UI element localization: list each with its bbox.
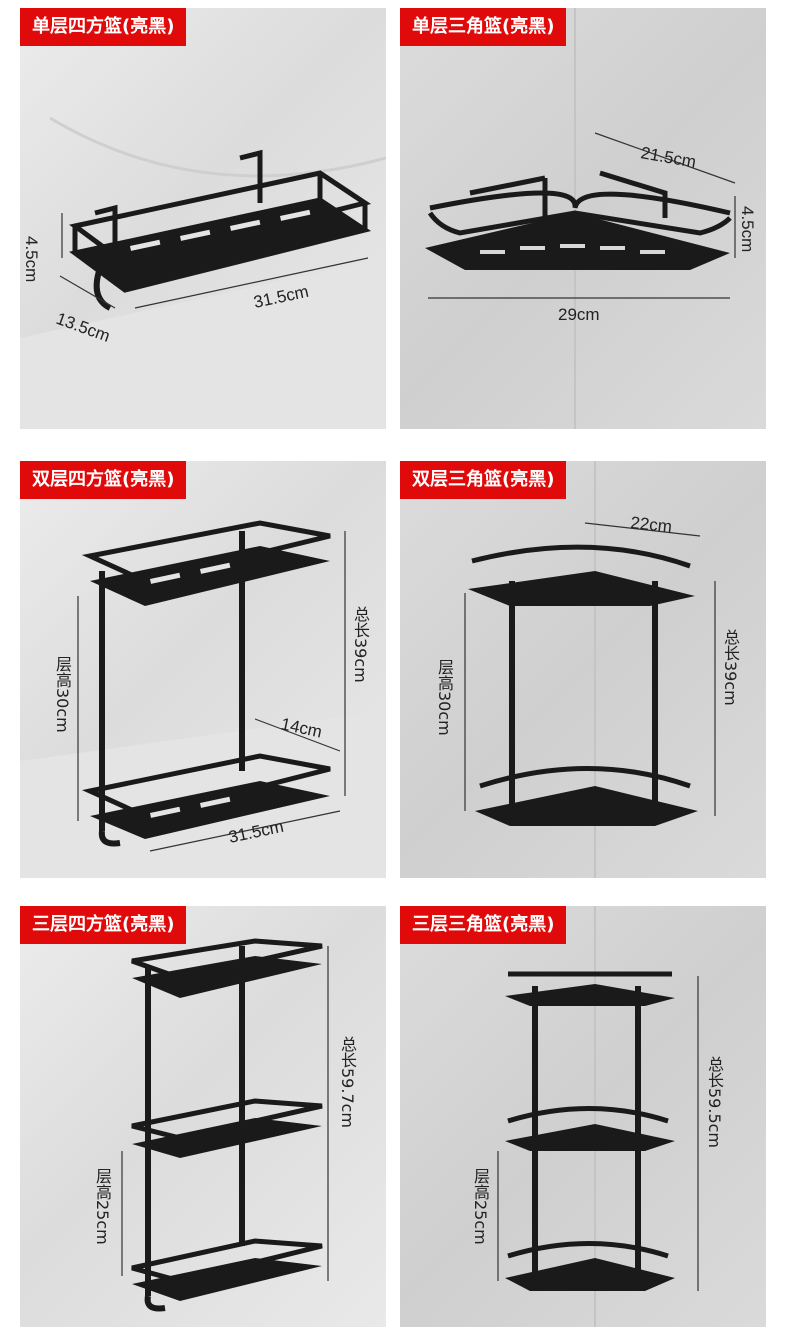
dim-layer-height: 层高25cm (93, 1168, 112, 1245)
product-title-tag: 单层三角篮(亮黑) (400, 8, 567, 46)
dim-total-height: 总长39cm (721, 629, 740, 706)
dim-total-height: 总长59.5cm (705, 1056, 724, 1149)
product-title-tag: 单层四方篮(亮黑) (20, 8, 187, 46)
dim-total-height: 总长59.7cm (338, 1036, 357, 1129)
product-panel-triple-corner: 总长59.5cm 层高25cm 三层三角篮(亮黑) (400, 906, 766, 1327)
triple-square-basket-illustration (121, 938, 329, 1312)
dim-height: 4.5cm (22, 236, 41, 282)
product-panel-single-corner: 21.5cm 4.5cm 29cm 单层三角篮(亮黑) (400, 8, 766, 429)
product-title-tag: 三层四方篮(亮黑) (20, 906, 187, 944)
dim-height: 4.5cm (738, 206, 757, 252)
dim-edge: 22cm (630, 513, 673, 536)
product-panel-single-square: 4.5cm 13.5cm 31.5cm 单层四方篮(亮黑) (20, 8, 386, 429)
dim-layer-height: 层高30cm (435, 659, 454, 736)
product-title-tag: 双层四方篮(亮黑) (20, 461, 187, 499)
double-square-basket-illustration: 14cm 31.5cm (20, 520, 386, 878)
triple-corner-basket-illustration (497, 906, 699, 1327)
product-panel-double-square: 14cm 31.5cm 总长39cm 层高30cm 双层四方篮(亮黑) (20, 461, 386, 878)
dim-layer-height: 层高30cm (53, 656, 72, 733)
dim-width: 29cm (558, 305, 600, 324)
product-title-tag: 三层三角篮(亮黑) (400, 906, 567, 944)
dim-edge: 21.5cm (639, 143, 697, 171)
product-panel-double-corner: 22cm 层高30cm 总长39cm 双层三角篮(亮黑) (400, 461, 766, 878)
product-panel-triple-square: 总长59.7cm 层高25cm 三层四方篮(亮黑) (20, 906, 386, 1327)
single-corner-basket-illustration: 21.5cm 4.5cm 29cm (425, 8, 757, 429)
single-square-basket-illustration: 4.5cm 13.5cm 31.5cm (20, 116, 386, 429)
product-title-tag: 双层三角篮(亮黑) (400, 461, 567, 499)
double-corner-basket-illustration: 22cm (464, 461, 716, 878)
dim-layer-height: 层高25cm (471, 1168, 490, 1245)
dim-total-height: 总长39cm (351, 606, 370, 683)
